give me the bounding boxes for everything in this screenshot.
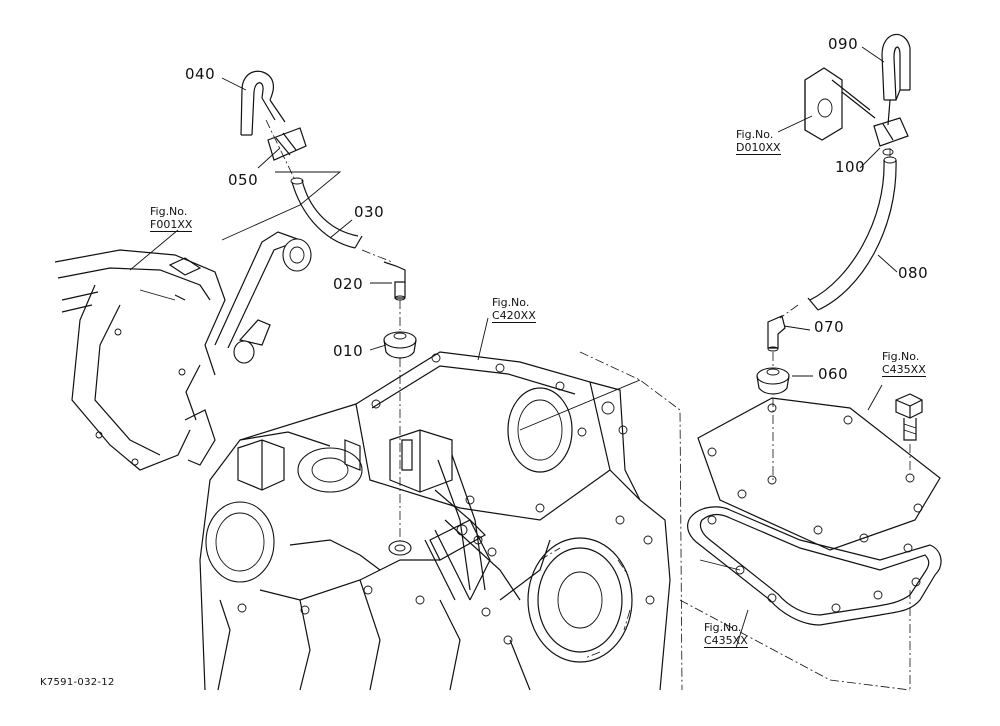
fig-ref-c435-cover: Fig.No. C435XX	[882, 350, 926, 377]
fig-ref-c435-cover-line1: Fig.No.	[882, 350, 920, 363]
part-090-label: 090	[828, 35, 859, 53]
part-050-label: 050	[228, 171, 259, 189]
bracket-assembly	[54, 231, 312, 471]
housing	[199, 351, 671, 691]
fig-ref-f001-line1: Fig.No.	[150, 205, 188, 218]
fig-ref-d010-line2: D010XX	[736, 141, 781, 155]
fig-ref-f001-line2: F001XX	[150, 218, 193, 232]
part-100-label: 100	[835, 158, 866, 176]
fig-ref-c435-gasket-line2: C435XX	[704, 634, 748, 648]
part-080-label: 080	[898, 264, 929, 282]
fig-ref-d010-line1: Fig.No.	[736, 128, 774, 141]
right-hose-parts	[519, 33, 942, 691]
fig-ref-f001: Fig.No. F001XX	[150, 205, 193, 232]
part-070-label: 070	[814, 318, 845, 336]
fig-ref-d010: Fig.No. D010XX	[736, 128, 781, 155]
part-030-label: 030	[354, 203, 385, 221]
leader-lines	[129, 46, 898, 649]
part-010-label: 010	[333, 342, 364, 360]
fig-ref-c435-gasket: Fig.No. C435XX	[704, 621, 748, 648]
drawing-code: K7591-032-12	[40, 677, 115, 688]
fig-ref-c420-line2: C420XX	[492, 309, 536, 323]
part-040-label: 040	[185, 65, 216, 83]
part-060-label: 060	[818, 365, 849, 383]
fig-ref-c435-cover-line2: C435XX	[882, 363, 926, 377]
fig-ref-c435-gasket-line1: Fig.No.	[704, 621, 742, 634]
part-020-label: 020	[333, 275, 364, 293]
left-hose-parts	[139, 70, 417, 545]
fig-ref-c420: Fig.No. C420XX	[492, 296, 536, 323]
fig-ref-c420-line1: Fig.No.	[492, 296, 530, 309]
